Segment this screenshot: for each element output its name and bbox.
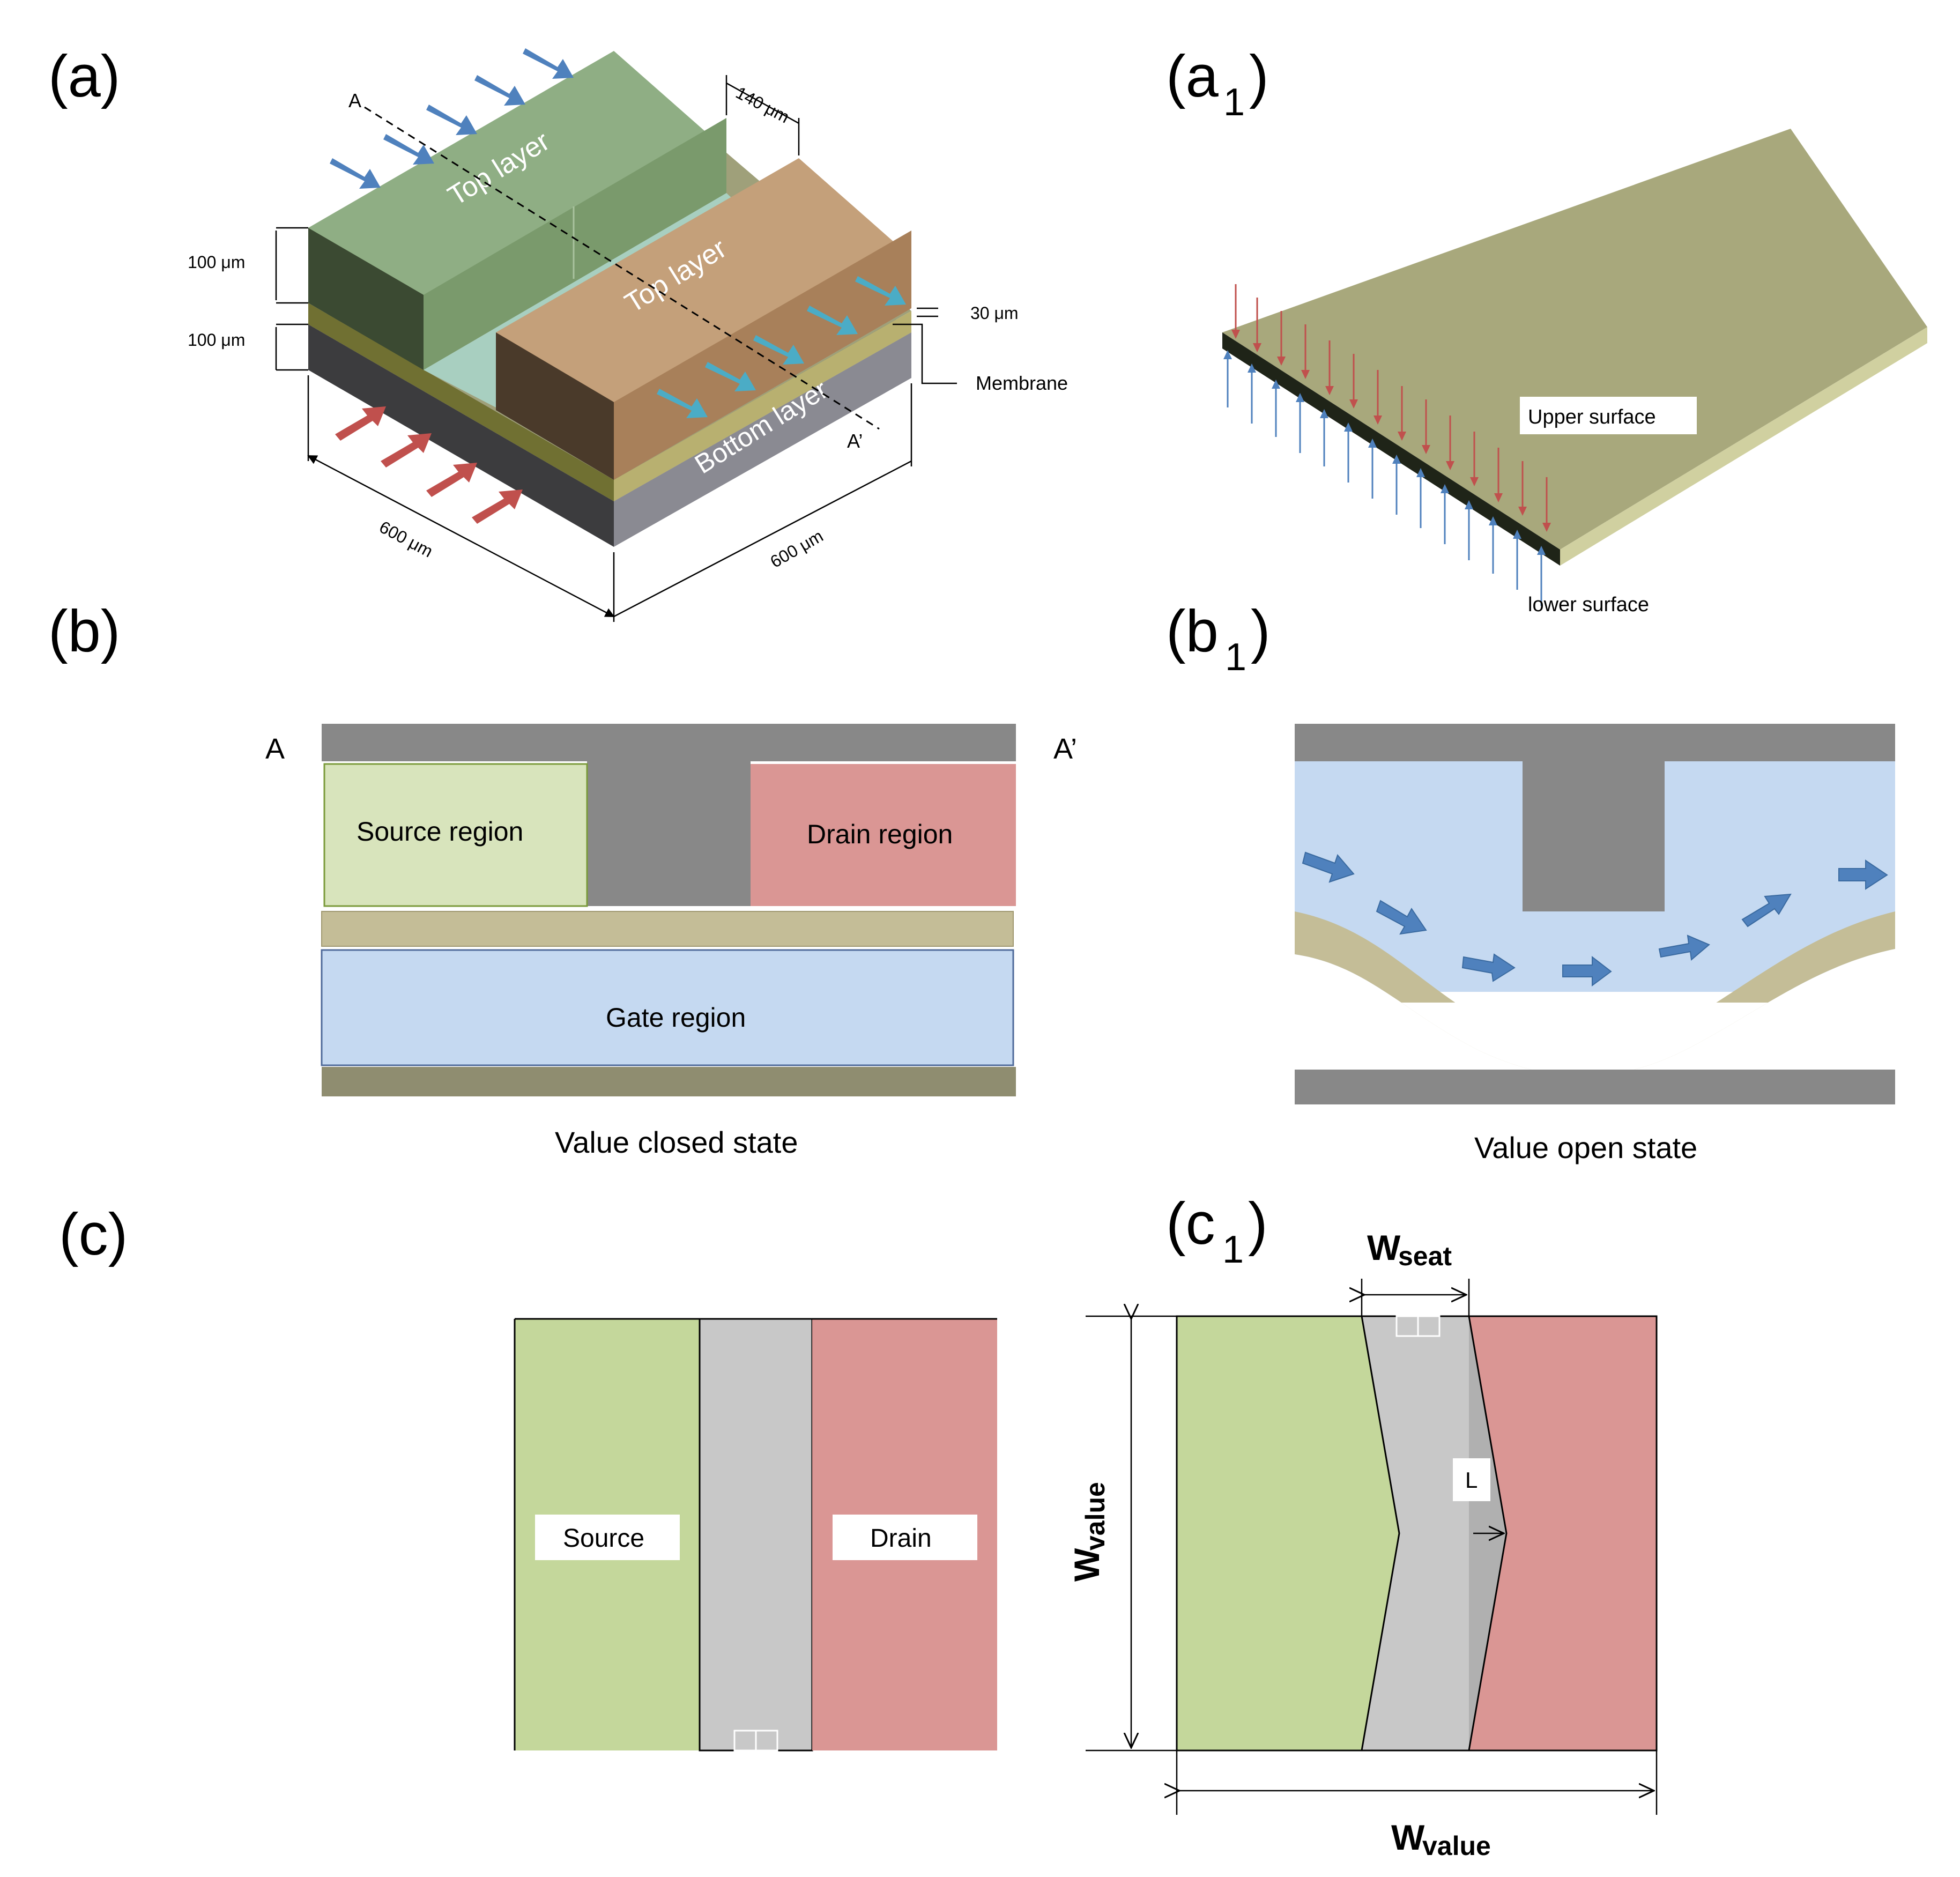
dim-100-top: 100 μm [188,253,245,272]
label-w-seat: W seat [1367,1228,1452,1271]
dim-100-bottom: 100 μm [188,330,245,350]
drain-region [751,764,1016,906]
marker-a: A [265,733,285,765]
green-layer-top [308,51,726,327]
pressure-arrows-up [1227,357,1542,606]
deflected-membrane [1295,911,1895,1077]
panel-label-b: (b) [48,598,120,664]
label-drain-region: Drain region [807,819,953,849]
caption-closed-state: Value closed state [555,1125,798,1159]
dim-30: 30 μm [970,303,1019,323]
svg-text:seat: seat [1398,1241,1452,1271]
pressure-arrows-down [1235,284,1548,525]
gate-region [321,949,1014,1066]
source-label-box [535,1515,680,1560]
drain-area-v [1469,1316,1657,1750]
svg-text:1: 1 [1223,81,1245,124]
panel-c-straight-seat: Source Drain [514,1318,997,1752]
seat-block [587,724,751,906]
section-line [364,106,880,430]
svg-text:(b: (b [1166,598,1219,664]
brown-layer-top [496,158,911,429]
marker-a-prime: A’ [1053,733,1077,765]
svg-text:): ) [1251,598,1271,664]
label-drain: Drain [870,1524,932,1553]
panel-label-c1: (c 1 ) [1166,1191,1268,1271]
svg-text:(a: (a [1166,43,1219,109]
seat-block-open [1523,724,1665,911]
label-section-a-prime: A’ [847,430,863,452]
svg-text:1: 1 [1222,1228,1244,1271]
svg-text:W: W [1367,1228,1401,1267]
svg-text:value: value [1422,1831,1491,1861]
label-section-a: A [348,90,361,112]
panel-b1-open-state: Value open state [1295,724,1895,1164]
dim-600-left: 600 μm [376,517,436,561]
caption-open-state: Value open state [1474,1131,1697,1164]
label-upper-surface: Upper surface [1528,406,1656,428]
label-l: L [1465,1467,1478,1493]
panel-label-c: (c) [59,1201,128,1267]
panel-label-a1: (a 1 ) [1166,43,1269,124]
bottom-layer-right [614,332,911,547]
label-lower-surface: lower surface [1528,593,1649,616]
drain-label-box [833,1515,977,1560]
upper-surface-label-box [1520,397,1697,434]
svg-text:W: W [1067,1548,1107,1582]
green-layer-right [424,118,726,370]
label-membrane: Membrane [976,372,1068,394]
panel-a-3d-valve: Top layer Top layer Bottom layer A A’ [188,48,1068,622]
svg-text:): ) [1248,1191,1268,1257]
label-gate-region: Gate region [606,1003,746,1033]
membrane-front [308,303,614,501]
l-label-box [1453,1458,1490,1501]
bottom-gray-bar-open [1295,1070,1895,1104]
brown-layer-front [496,332,614,480]
plate-upper-surface [1222,129,1927,550]
source-region [323,763,588,907]
panel-label-b1: (b 1 ) [1166,598,1271,679]
seat-area [699,1318,813,1752]
panel-label-a: (a) [48,43,120,109]
label-source: Source [563,1524,644,1553]
svg-text:W: W [1391,1817,1425,1857]
inflow-arrows-green [330,48,574,189]
label-w-value-vertical: W value [1067,1482,1110,1582]
plate-right-edge [1560,327,1927,566]
label-source-region: Source region [357,817,523,847]
svg-text:1: 1 [1225,636,1246,679]
flow-arrows [1302,851,1888,986]
green-layer-front [308,228,424,370]
membrane-layer [321,911,1014,947]
source-area-v [1177,1316,1399,1750]
outflow-arrows-brown [657,276,906,418]
panel-c1-v-seat: W seat L W value W value [1067,1228,1658,1861]
svg-text:): ) [1249,43,1269,109]
plate-front-edge [1222,332,1560,566]
dim-140: 140 μm [733,83,793,127]
svg-text:value: value [1080,1482,1110,1550]
panel-a1-membrane-plate: Upper surface lower surface [1222,129,1927,616]
dim-600-right: 600 μm [767,526,827,572]
bottom-substrate [322,1067,1016,1096]
panel-b-closed-state: A A’ Source region Drain region Gate reg… [265,724,1077,1159]
membrane-right [614,311,911,501]
dimension-lines [275,75,957,622]
label-w-value-horizontal: W value [1391,1817,1491,1861]
svg-text:(c: (c [1166,1191,1215,1257]
